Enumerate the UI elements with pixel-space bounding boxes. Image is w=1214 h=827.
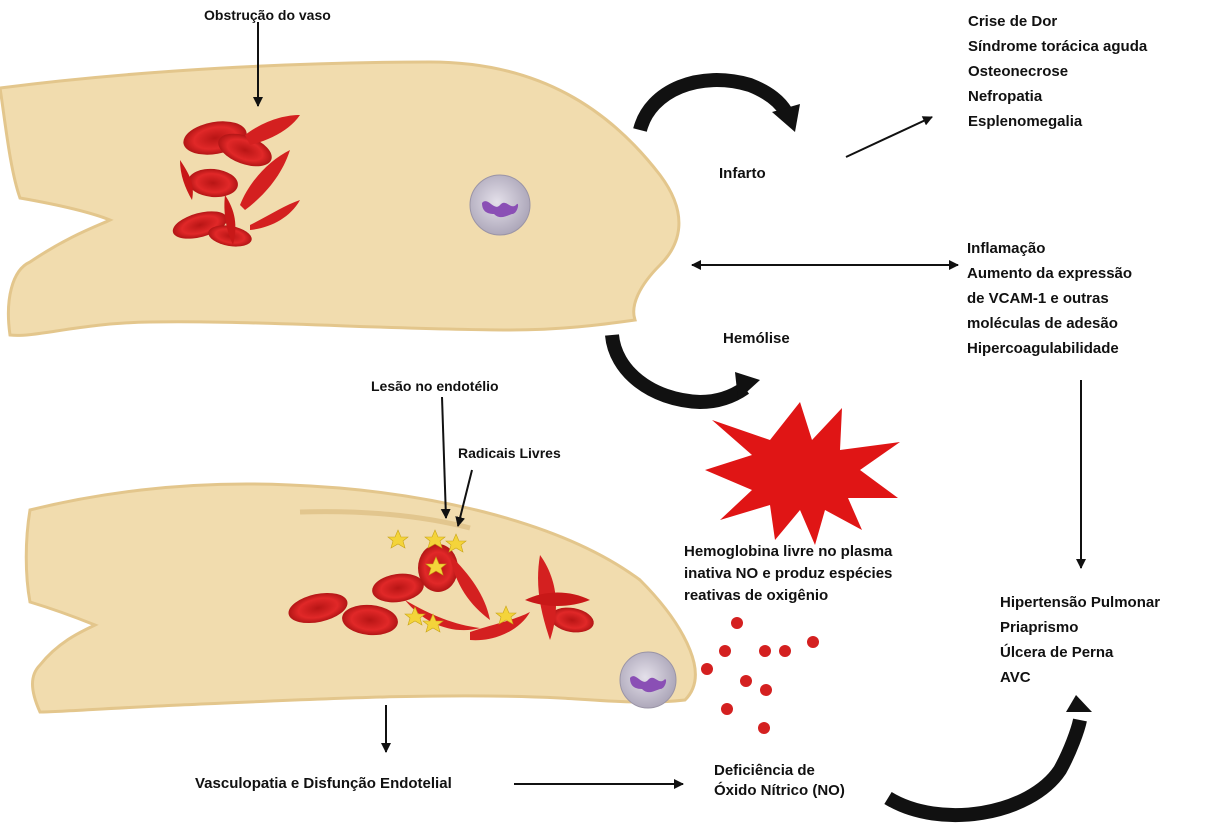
- hemoglobin-dot: [759, 645, 771, 657]
- vasculopathy-outcomes-list: Hipertensão Pulmonar Priaprismo Úlcera d…: [1000, 590, 1160, 690]
- vasculopathy-outcome: Priaprismo: [1000, 615, 1160, 640]
- inflammation-effect: Inflamação: [967, 236, 1132, 261]
- infarct-outcome: Síndrome torácica aguda: [968, 34, 1147, 59]
- vasculopathy-outcome: Hipertensão Pulmonar: [1000, 590, 1160, 615]
- inflammation-effect: Aumento da expressão: [967, 261, 1132, 286]
- hemoglobin-dot: [719, 645, 731, 657]
- label-free-radicals: Radicais Livres: [458, 446, 561, 460]
- curved-arrow-infarct: [640, 80, 800, 132]
- inflammation-effect: de VCAM-1 e outras: [967, 286, 1132, 311]
- label-vasculopathy: Vasculopatia e Disfunção Endotelial: [195, 776, 452, 791]
- vasculopathy-outcome: AVC: [1000, 665, 1160, 690]
- label-endothelial-injury: Lesão no endotélio: [371, 379, 499, 393]
- vasculopathy-outcome: Úlcera de Perna: [1000, 640, 1160, 665]
- hemoglobin-dot: [740, 675, 752, 687]
- arrow-infarct-outcomes: [846, 117, 932, 157]
- label-infarct: Infarto: [719, 166, 766, 181]
- no-deficiency-line-1: Deficiência de: [714, 761, 845, 781]
- free-hemoglobin-line-2: inativa NO e produz espécies: [684, 563, 892, 585]
- bottom-blood-vessel: [26, 484, 695, 712]
- hemoglobin-dot: [731, 617, 743, 629]
- hemoglobin-burst: [705, 402, 900, 545]
- arrow-to-injury: [442, 397, 446, 518]
- inflammation-effect: moléculas de adesão: [967, 311, 1132, 336]
- infarct-outcome: Esplenomegalia: [968, 109, 1147, 134]
- hemoglobin-dot: [758, 722, 770, 734]
- infarct-outcomes-list: Crise de Dor Síndrome torácica aguda Ost…: [968, 9, 1147, 134]
- free-hemoglobin-line-3: reativas de oxigênio: [684, 585, 892, 607]
- curved-arrow-to-outcomes: [888, 695, 1092, 815]
- hemoglobin-dot: [807, 636, 819, 648]
- inflammation-effect: Hipercoagulabilidade: [967, 336, 1132, 361]
- no-deficiency-line-2: Óxido Nítrico (NO): [714, 781, 845, 801]
- label-no-deficiency: Deficiência de Óxido Nítrico (NO): [714, 761, 845, 801]
- label-free-hemoglobin: Hemoglobina livre no plasma inativa NO e…: [684, 541, 892, 607]
- free-hemoglobin-line-1: Hemoglobina livre no plasma: [684, 541, 892, 563]
- label-hemolysis: Hemólise: [723, 331, 790, 346]
- infarct-outcome: Crise de Dor: [968, 9, 1147, 34]
- top-blood-vessel: [0, 62, 679, 335]
- label-vessel-obstruction: Obstrução do vaso: [204, 8, 331, 22]
- hemoglobin-dot: [701, 663, 713, 675]
- hemoglobin-dot: [779, 645, 791, 657]
- infarct-outcome: Osteonecrose: [968, 59, 1147, 84]
- inflammation-effects-list: Inflamação Aumento da expressão de VCAM-…: [967, 236, 1132, 361]
- top-leukocyte: [470, 175, 530, 235]
- hemoglobin-dot: [721, 703, 733, 715]
- free-hemoglobin-dots: [701, 617, 819, 734]
- hemoglobin-dot: [760, 684, 772, 696]
- bottom-leukocyte: [620, 652, 676, 708]
- infarct-outcome: Nefropatia: [968, 84, 1147, 109]
